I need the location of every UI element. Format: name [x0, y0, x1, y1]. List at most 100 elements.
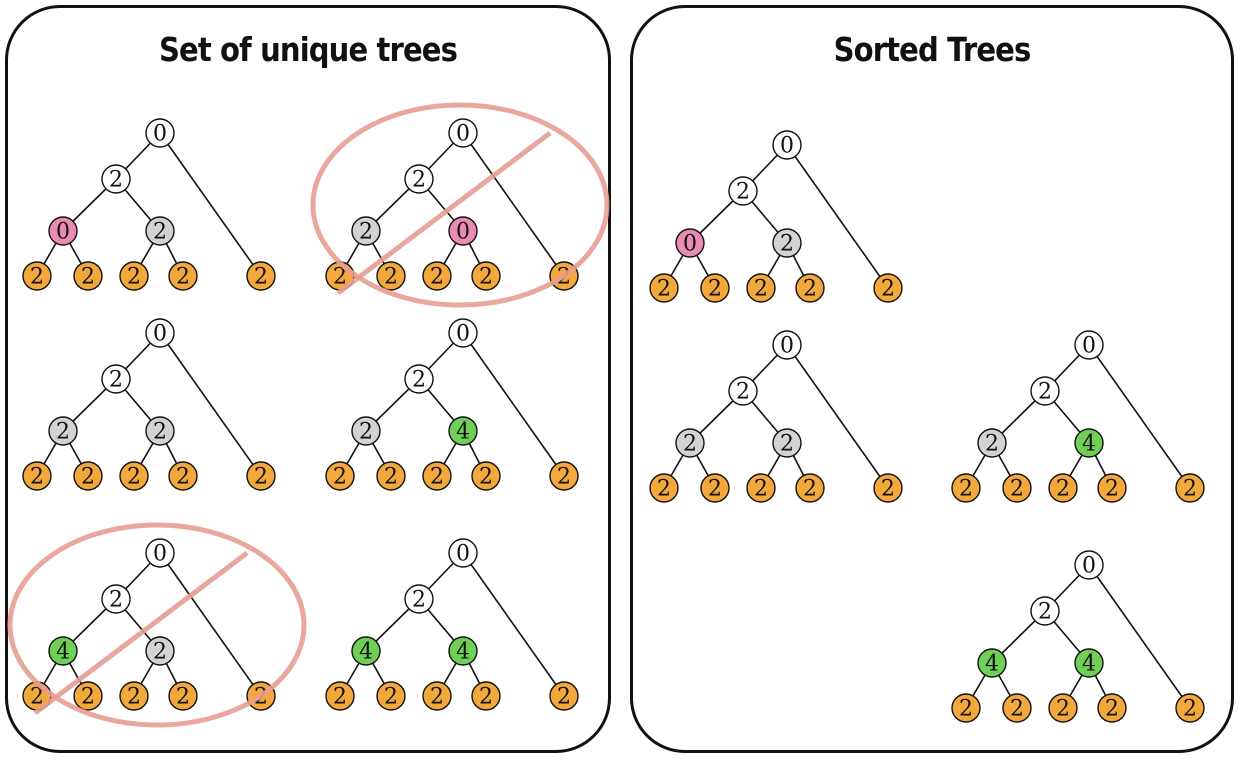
right-child-node-circle	[448, 216, 478, 246]
mid-node: 2	[101, 584, 131, 614]
leaf-node-label: 2	[803, 277, 817, 302]
root-node: 0	[772, 330, 802, 360]
tree-edge	[462, 332, 565, 477]
leaf-node: 2	[376, 461, 406, 491]
tree-edge	[159, 332, 262, 477]
leaf-node-circle	[795, 273, 825, 303]
leaf-node: 2	[471, 461, 501, 491]
leaf-node-label: 2	[176, 685, 190, 710]
leaf-node-label: 2	[881, 477, 895, 502]
leaf-node-circle	[1097, 693, 1127, 723]
tree-edge	[462, 552, 565, 697]
root-node-circle	[448, 118, 478, 148]
mid-node: 2	[728, 376, 758, 406]
strikeout-ellipse	[7, 522, 307, 728]
leaf-node-label: 2	[1010, 697, 1024, 722]
leaf-node-circle	[168, 681, 198, 711]
root-node: 0	[145, 118, 175, 148]
leaf-node: 2	[22, 261, 52, 291]
leaf-node-circle	[22, 461, 52, 491]
leaf-node-circle	[549, 461, 579, 491]
leaf-node-label: 2	[430, 465, 444, 490]
leaf-node-circle	[746, 273, 776, 303]
leaf-node: 2	[325, 461, 355, 491]
left-child-node-circle	[351, 416, 381, 446]
leaf-node-circle	[422, 681, 452, 711]
mid-node: 2	[1030, 376, 1060, 406]
leaf-node-circle	[119, 681, 149, 711]
right-child-node-circle	[145, 636, 175, 666]
leaf-node-label: 2	[127, 265, 141, 290]
leaf-node-circle	[168, 261, 198, 291]
leaf-node: 2	[376, 681, 406, 711]
leaf-node-label: 2	[30, 685, 44, 710]
right-child-node-circle	[772, 228, 802, 258]
leaf-node-label: 2	[81, 265, 95, 290]
leaf-node: 2	[1002, 693, 1032, 723]
left-child-node-label: 0	[683, 232, 697, 257]
left-child-node: 2	[977, 428, 1007, 458]
leaf-node-label: 2	[254, 465, 268, 490]
leaf-node-label: 2	[1183, 697, 1197, 722]
left-child-node-label: 2	[359, 420, 373, 445]
leaf-node: 2	[746, 473, 776, 503]
right-child-node: 2	[772, 428, 802, 458]
root-node-circle	[145, 118, 175, 148]
tree-edge	[159, 132, 262, 277]
mid-node: 2	[404, 584, 434, 614]
mid-node-circle	[101, 164, 131, 194]
right-child-node-circle	[1074, 648, 1104, 678]
root-node-label: 0	[780, 334, 794, 359]
leaf-node-label: 2	[557, 685, 571, 710]
leaf-node: 2	[246, 461, 276, 491]
right-child-node: 4	[448, 636, 478, 666]
root-node-circle	[772, 130, 802, 160]
right-child-node: 2	[145, 216, 175, 246]
mid-node-circle	[1030, 376, 1060, 406]
leaf-node-label: 2	[1010, 477, 1024, 502]
tree-edge	[786, 144, 889, 289]
mid-node-label: 2	[412, 368, 426, 393]
leaf-node-label: 2	[81, 465, 95, 490]
right-child-node: 2	[145, 416, 175, 446]
tree-edge	[159, 552, 262, 697]
leaf-node: 2	[168, 261, 198, 291]
left-child-node-circle	[977, 648, 1007, 678]
leaf-node-circle	[746, 473, 776, 503]
right-child-node-label: 2	[153, 640, 167, 665]
left-child-node: 4	[351, 636, 381, 666]
leaf-node-label: 2	[1105, 697, 1119, 722]
leaf-node-label: 2	[1056, 697, 1070, 722]
tree-edge	[462, 132, 565, 277]
leaf-node: 2	[1097, 473, 1127, 503]
leaf-node-circle	[376, 261, 406, 291]
leaf-node-label: 2	[1105, 477, 1119, 502]
root-node-label: 0	[153, 542, 167, 567]
mid-node: 2	[101, 164, 131, 194]
leaf-node: 2	[119, 681, 149, 711]
leaf-node: 2	[73, 681, 103, 711]
left-child-node-circle	[48, 416, 78, 446]
leaf-node: 2	[1175, 473, 1205, 503]
mid-node-label: 2	[109, 168, 123, 193]
leaf-node-label: 2	[333, 685, 347, 710]
leaf-node-label: 2	[708, 477, 722, 502]
leaf-node-circle	[73, 261, 103, 291]
left-child-node: 4	[977, 648, 1007, 678]
root-node: 0	[448, 538, 478, 568]
mid-node-label: 2	[109, 368, 123, 393]
leaf-node-circle	[1002, 693, 1032, 723]
mid-node: 2	[101, 364, 131, 394]
left-child-node-circle	[351, 216, 381, 246]
mid-node-circle	[101, 584, 131, 614]
leaf-node: 2	[746, 273, 776, 303]
leaf-node: 2	[873, 473, 903, 503]
strikeout-slash	[33, 551, 249, 715]
leaf-node-circle	[246, 261, 276, 291]
leaf-node-label: 2	[754, 277, 768, 302]
leaf-node: 2	[549, 681, 579, 711]
leaf-node-circle	[376, 681, 406, 711]
root-node: 0	[145, 318, 175, 348]
